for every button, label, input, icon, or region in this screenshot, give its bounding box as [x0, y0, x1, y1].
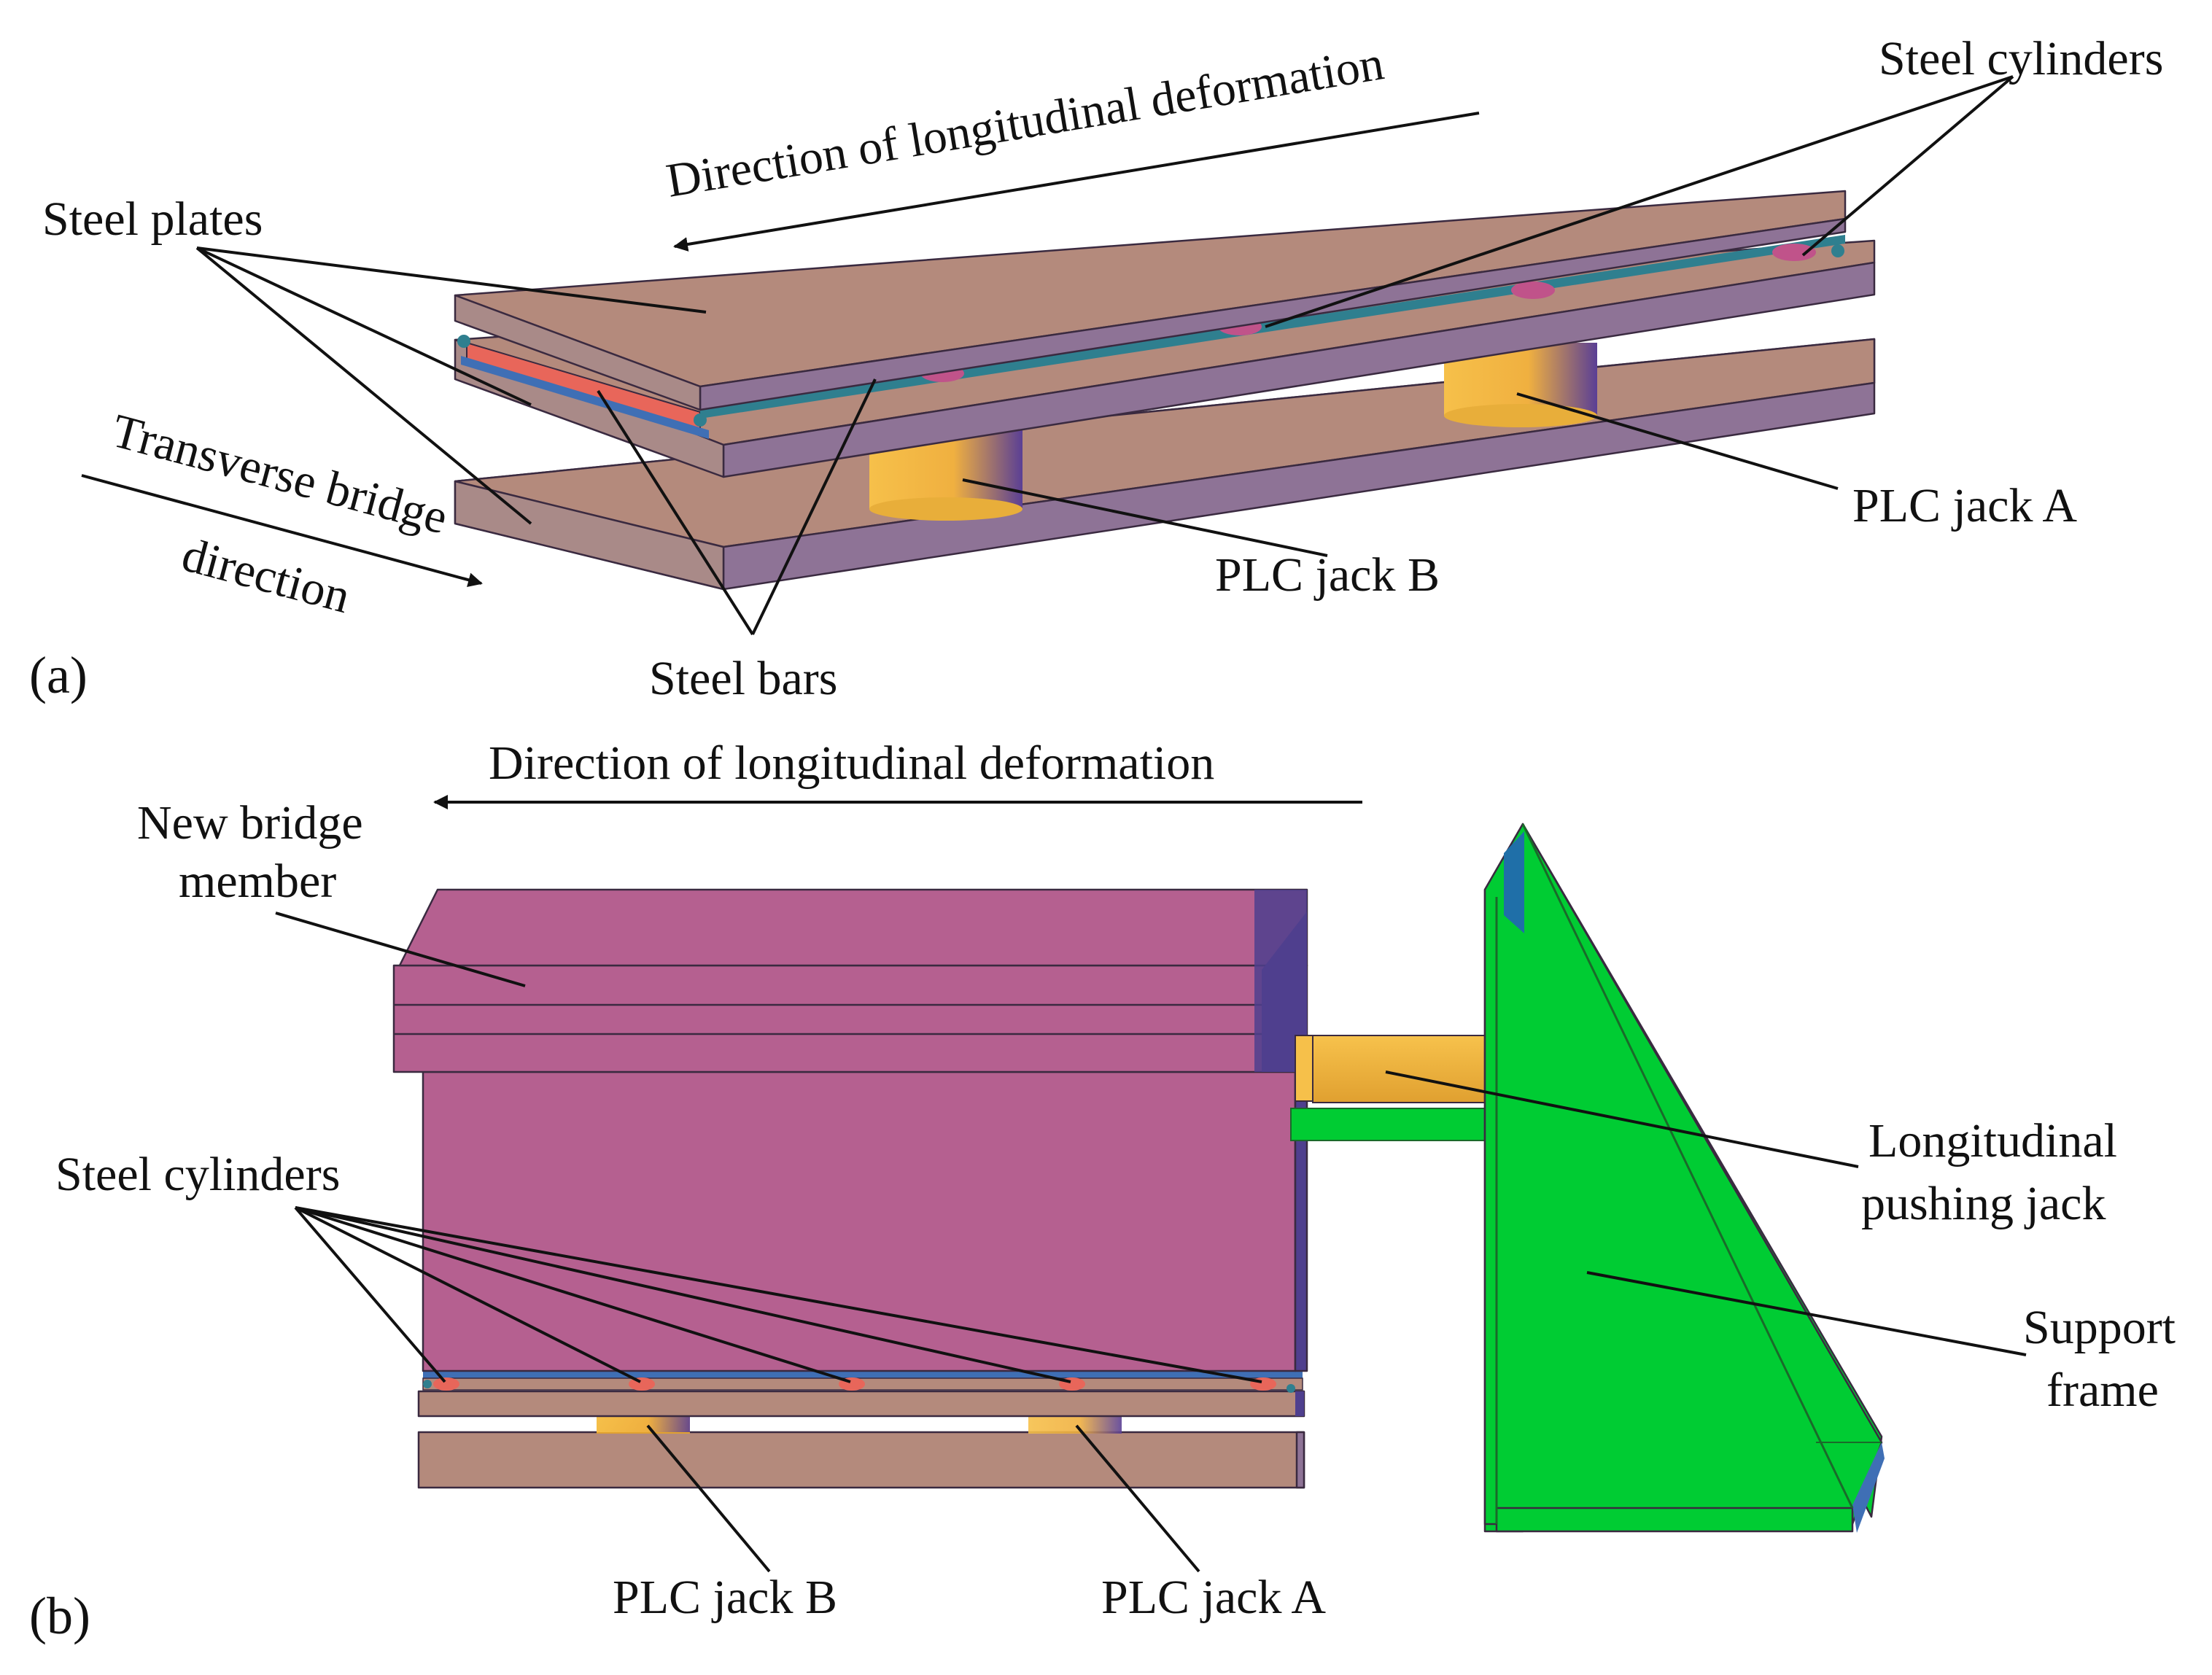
plc-jack-a-leader	[1516, 392, 1839, 490]
steel-cylinders-leader-b	[295, 1206, 641, 1383]
bottom-steel-plate-b	[417, 1431, 1305, 1489]
transverse-direction-arrow	[81, 474, 483, 587]
plc-jack-a-label-b: PLC jack A	[1101, 1571, 1326, 1624]
plc-jack-b-label-a: PLC jack B	[1215, 548, 1440, 602]
steel-bars-label: Steel bars	[649, 652, 837, 705]
steel-plates-leader	[196, 246, 532, 406]
steel-bars-leader	[751, 378, 877, 635]
new-bridge-member-label-2: member	[179, 855, 336, 908]
plc-jack-a-label-a: PLC jack A	[1852, 479, 2077, 532]
plc-jack-b-label-b: PLC jack B	[613, 1571, 837, 1624]
steel-cylinders-leader	[1801, 75, 2014, 257]
pushing-jack-leader	[1385, 1070, 1859, 1168]
middle-steel-plate-b	[417, 1390, 1305, 1418]
support-frame-label: Support	[2023, 1301, 2176, 1354]
steel-plates-leader	[196, 246, 707, 314]
steel-cylinders-leader-b	[295, 1206, 851, 1383]
pushing-jack-label: Longitudinal	[1868, 1114, 2117, 1167]
new-bridge-member	[392, 888, 1308, 1372]
plc-jack-b-leader	[962, 478, 1328, 557]
longitudinal-pushing-jack	[1290, 1035, 1486, 1141]
plc-jack-a-leader-b	[1075, 1424, 1200, 1573]
steel-cylinders-leader-b	[294, 1206, 446, 1383]
panel-b-labels: (b) Direction of longitudinal deformatio…	[29, 737, 2176, 1645]
steel-cylinders-leader-b	[295, 1206, 1071, 1383]
panel-a-annotations	[81, 75, 2014, 636]
panel-b-drawing	[392, 823, 1885, 1533]
pushing-jack-label-2: pushing jack	[1861, 1177, 2106, 1230]
longitudinal-direction-arrow-a	[673, 112, 1480, 252]
steel-cylinders-leader-b	[295, 1206, 1262, 1383]
steel-bars-leader	[597, 389, 754, 636]
plc-jack-b-leader-b	[646, 1424, 771, 1573]
support-frame	[1483, 823, 1885, 1533]
steel-cylinders-label-b: Steel cylinders	[55, 1148, 340, 1201]
steel-cylinders-leader	[1265, 75, 2014, 328]
top-steel-plate	[454, 190, 1847, 411]
new-bridge-member-label: New bridge	[137, 796, 363, 850]
panel-a-drawing	[454, 190, 1876, 591]
steel-cylinders-b	[422, 1369, 1303, 1393]
longitudinal-direction-label-b: Direction of longitudinal deformation	[489, 737, 1214, 790]
steel-cylinders-label-a: Steel cylinders	[1879, 32, 2163, 85]
steel-plates-label: Steel plates	[42, 193, 263, 246]
panel-tag-a: (a)	[29, 646, 88, 704]
transverse-direction-label: Transverse bridge	[106, 404, 453, 545]
panel-tag-b: (b)	[29, 1587, 90, 1645]
steel-plates-leader	[195, 246, 532, 525]
new-bridge-member-leader	[275, 912, 526, 987]
support-frame-leader	[1586, 1271, 2027, 1356]
support-frame-label-2: frame	[2046, 1364, 2159, 1417]
panel-b-annotations	[275, 795, 2027, 1573]
longitudinal-direction-label-a: Direction of longitudinal deformation	[663, 36, 1388, 208]
steel-bars	[461, 235, 1845, 439]
